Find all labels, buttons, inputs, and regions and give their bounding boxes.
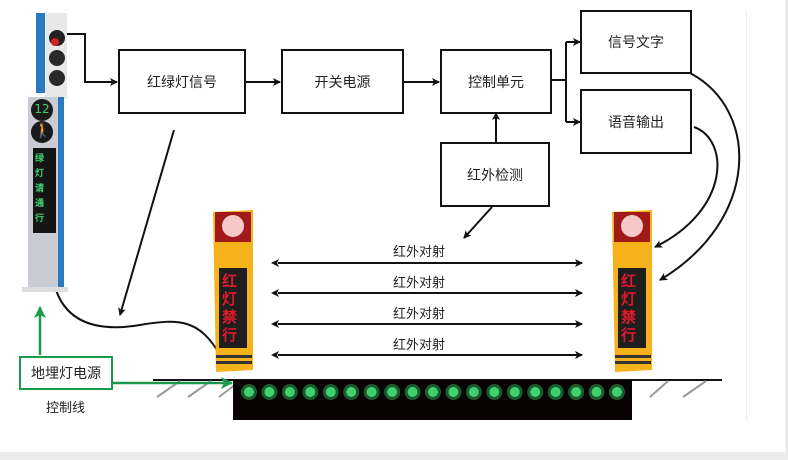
control-line-label: 控制线 <box>46 401 86 416</box>
ground-light <box>530 387 541 397</box>
bollard-right-text: 红 灯 禁 行 <box>621 272 637 344</box>
beam-label: 红外对射 <box>393 307 446 322</box>
ground-light <box>468 387 479 397</box>
ground-lights <box>241 384 625 400</box>
ground-light <box>407 387 418 397</box>
ground-light <box>550 387 561 397</box>
curve-signal-text-to-bollard <box>659 72 741 281</box>
box-voice-output: 语音输出 <box>580 89 692 154</box>
ground-light <box>305 387 316 397</box>
divider-line <box>746 10 747 420</box>
ground-light <box>571 387 582 397</box>
ground-light <box>284 387 295 397</box>
box-control-unit: 控制单元 <box>440 49 552 114</box>
ground-light <box>489 387 500 397</box>
ground-light <box>325 387 336 397</box>
ground-light <box>244 387 254 397</box>
beam-lines <box>271 259 583 359</box>
pole-led-text: 绿 灯 请 通 行 <box>35 154 45 224</box>
ground-light <box>591 387 602 397</box>
ground-light <box>264 387 275 397</box>
arrow-control-to-outputs <box>551 42 567 122</box>
countdown-display: 12 <box>34 102 50 116</box>
ground-light <box>509 387 520 397</box>
arrow-pole-to-signal <box>66 33 118 86</box>
bollard-left <box>213 210 253 372</box>
bollard-right <box>612 210 652 372</box>
traffic-signal-pole <box>22 13 68 292</box>
beam-label: 红外对射 <box>393 276 446 291</box>
ground-light <box>387 387 398 397</box>
ground-light <box>366 387 377 397</box>
curve-voice-to-bollard <box>654 126 719 248</box>
pedestrian-icon: 🚶 <box>34 123 52 139</box>
box-traffic-signal: 红绿灯信号 <box>118 49 246 114</box>
ground-light <box>346 387 357 397</box>
box-ground-light-power: 地埋灯电源 <box>19 356 113 390</box>
box-switch-power: 开关电源 <box>281 49 404 114</box>
ground-light <box>612 387 622 397</box>
box-signal-text: 信号文字 <box>580 10 692 74</box>
beam-label: 红外对射 <box>393 338 446 353</box>
ground-light <box>428 387 438 397</box>
bollard-left-text: 红 灯 禁 行 <box>222 272 238 344</box>
wire-pole-to-bollard <box>55 289 221 356</box>
ground-light <box>448 387 459 397</box>
arrow-detect-to-beams <box>463 206 493 239</box>
box-infrared-detect: 红外检测 <box>440 142 550 207</box>
arrow-signal-to-wire <box>118 129 175 316</box>
beam-label: 红外对射 <box>393 245 446 260</box>
